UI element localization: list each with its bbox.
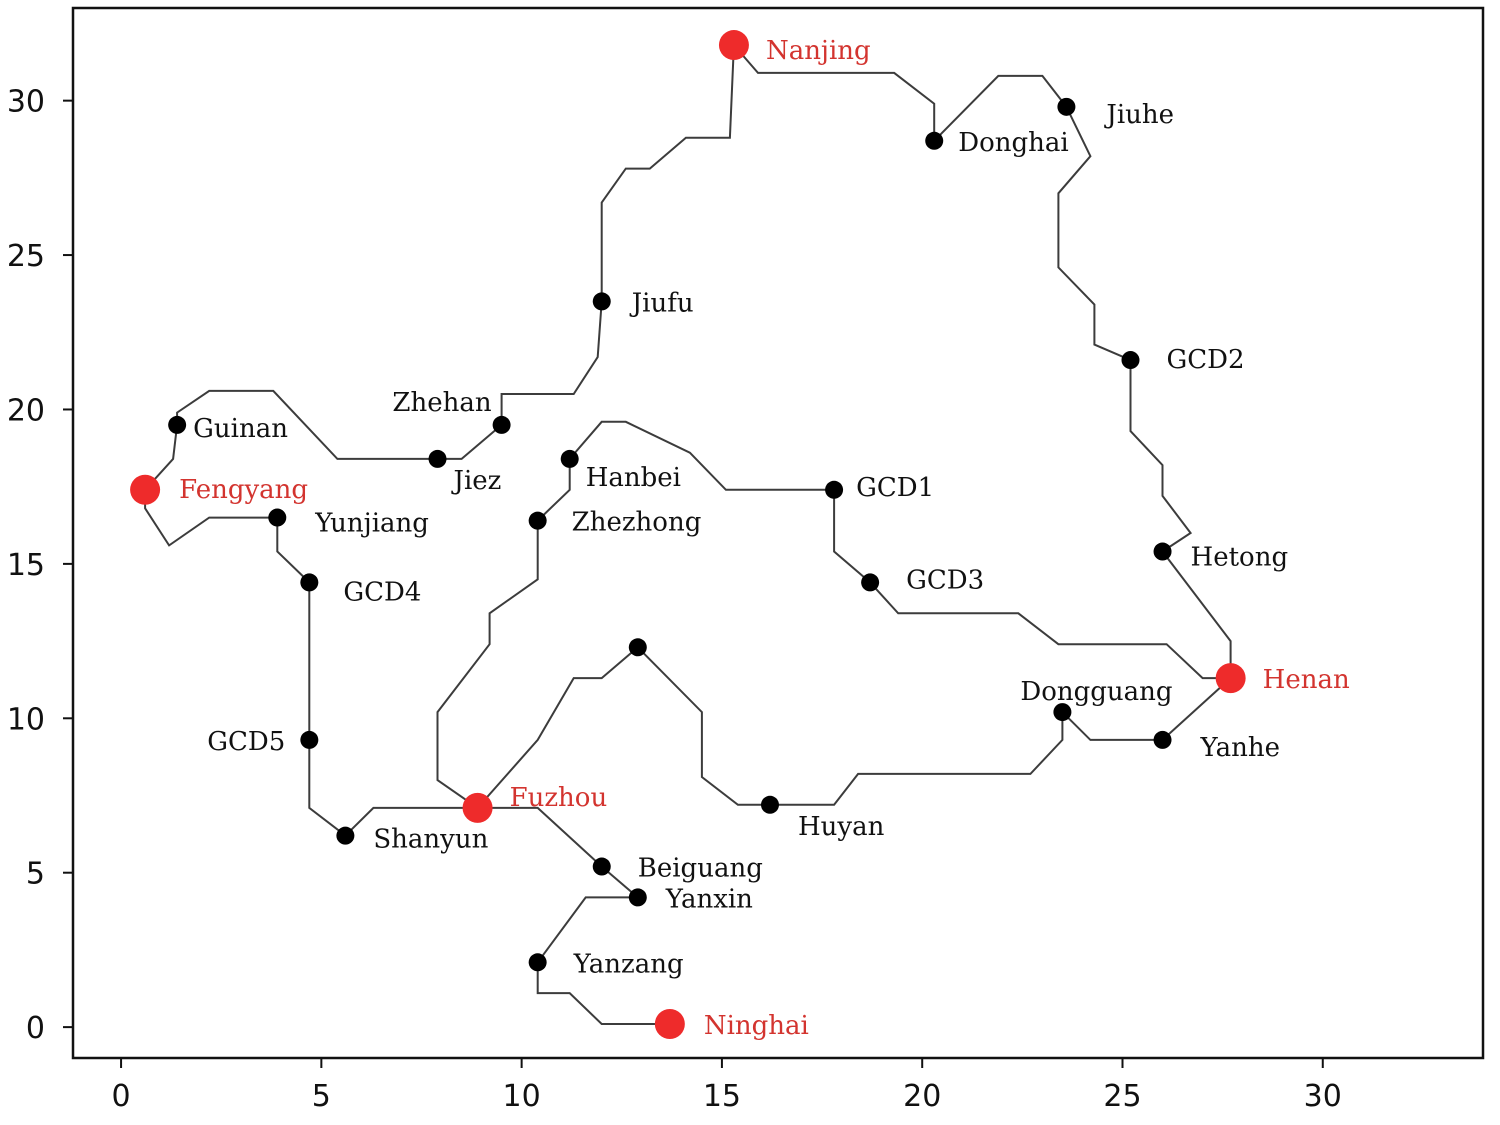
y-tick-label: 0 <box>26 1011 45 1046</box>
station-marker-guinan <box>168 415 187 434</box>
station-label-dongguang: Dongguang <box>1020 677 1172 707</box>
x-tick-label: 5 <box>312 1079 331 1114</box>
y-tick-label: 5 <box>26 857 45 892</box>
station-label-yanzang: Yanzang <box>573 949 684 979</box>
station-marker-yanhe <box>1153 730 1172 749</box>
route-segment <box>770 712 1064 806</box>
y-tick-label: 15 <box>7 548 45 583</box>
route-segment <box>476 646 639 809</box>
x-tick-label: 15 <box>703 1079 741 1114</box>
station-label-yunjiang: Yunjiang <box>314 509 429 539</box>
station-marker-gcd4 <box>300 573 319 592</box>
station-label-beiguang: Beiguang <box>638 854 763 884</box>
station-marker-hanbei <box>560 449 579 468</box>
route-segment <box>536 896 638 963</box>
station-marker-gcd2 <box>1121 351 1140 370</box>
route-segment <box>308 739 347 837</box>
plot-frame <box>71 6 1485 1060</box>
station-label-nanjing: Nanjing <box>766 36 871 66</box>
station-marker-gcd1 <box>825 480 844 499</box>
y-tick-label: 10 <box>7 702 45 737</box>
station-label-yanhe: Yanhe <box>1200 733 1281 763</box>
axis-ticks: 05101520253035051015202530 <box>7 85 1342 1114</box>
station-marker-yanxin <box>628 888 647 907</box>
y-tick-label: 20 <box>7 393 45 428</box>
station-marker-jiufu <box>592 292 611 311</box>
route-segment <box>437 424 503 460</box>
hub-marker-fuzhou <box>462 792 493 823</box>
station-marker-hetong <box>1153 542 1172 561</box>
station-marker-jiuhe <box>1057 97 1076 116</box>
station-label-gcd2: GCD2 <box>1167 345 1245 375</box>
y-tick-label: 30 <box>7 85 45 120</box>
x-tick-label: 20 <box>903 1079 941 1114</box>
hub-marker-nanjing <box>718 30 749 61</box>
station-label-shanyun: Shanyun <box>373 825 488 855</box>
station-marker-donghai <box>925 131 944 150</box>
station-marker-dongguang <box>1053 703 1072 722</box>
route-segment <box>436 520 539 809</box>
route-segment <box>537 458 571 522</box>
route-segment <box>1057 106 1131 362</box>
station-marker-huyan <box>760 795 779 814</box>
route-segment <box>600 45 735 302</box>
station-label-guinan: Guinan <box>193 414 288 444</box>
station-label-donghai: Donghai <box>958 128 1068 158</box>
route-segment <box>933 74 1068 142</box>
station-label-hanbei: Hanbei <box>586 463 681 493</box>
route-segment <box>1129 360 1193 553</box>
stations <box>130 30 1246 1040</box>
route-segment <box>869 581 1231 680</box>
hub-marker-henan <box>1215 663 1246 694</box>
station-label-huyan: Huyan <box>798 812 885 842</box>
station-label-jiuhe: Jiuhe <box>1103 100 1174 130</box>
station-label-gcd1: GCD1 <box>856 473 934 503</box>
station-label-gcd4: GCD4 <box>343 577 421 607</box>
route-segment <box>733 44 936 141</box>
hub-marker-ninghai <box>654 1009 685 1040</box>
station-label-zhezhong: Zhezhong <box>572 508 702 538</box>
station-label-ninghai: Ninghai <box>704 1011 809 1041</box>
route-segment <box>276 517 310 584</box>
station-marker-gcd5 <box>300 730 319 749</box>
station-label-gcd3: GCD3 <box>906 565 984 595</box>
station-marker-zhehan <box>492 415 511 434</box>
x-tick-label: 0 <box>112 1079 131 1114</box>
station-marker-gcd3 <box>861 573 880 592</box>
route-segment <box>536 962 670 1025</box>
route-segment <box>1161 677 1232 741</box>
route-lines <box>144 44 1232 1025</box>
station-label-henan: Henan <box>1263 665 1350 695</box>
route-segment <box>500 301 603 425</box>
station-marker-jiez <box>428 449 447 468</box>
route-segment <box>568 420 835 491</box>
x-tick-label: 25 <box>1103 1079 1141 1114</box>
station-marker-zhezhong <box>528 511 547 530</box>
station-label-fengyang: Fengyang <box>179 475 308 505</box>
station-marker-yanzang <box>528 953 547 972</box>
hub-marker-fengyang <box>130 474 161 505</box>
station-label-zhehan: Zhehan <box>392 388 491 418</box>
station-marker-shanyun <box>336 826 355 845</box>
route-segment <box>344 806 478 837</box>
station-label-fuzhou: Fuzhou <box>510 783 608 813</box>
station-label-yanxin: Yanxin <box>665 884 753 914</box>
station-marker-yunjiang <box>268 508 287 527</box>
y-tick-label: 25 <box>7 239 45 274</box>
station-marker-junction <box>628 638 647 657</box>
x-tick-label: 10 <box>503 1079 541 1114</box>
route-segment <box>1061 711 1163 741</box>
station-label-hetong: Hetong <box>1191 543 1289 573</box>
station-label-jiufu: Jiufu <box>629 288 694 318</box>
route-segment <box>637 646 770 806</box>
x-tick-label: 30 <box>1304 1079 1342 1114</box>
station-label-jiez: Jiez <box>451 466 502 496</box>
station-marker-beiguang <box>592 857 611 876</box>
route-segment <box>477 806 603 868</box>
station-label-gcd5: GCD5 <box>207 727 285 757</box>
route-segment <box>833 489 871 584</box>
route-segment <box>176 389 438 460</box>
